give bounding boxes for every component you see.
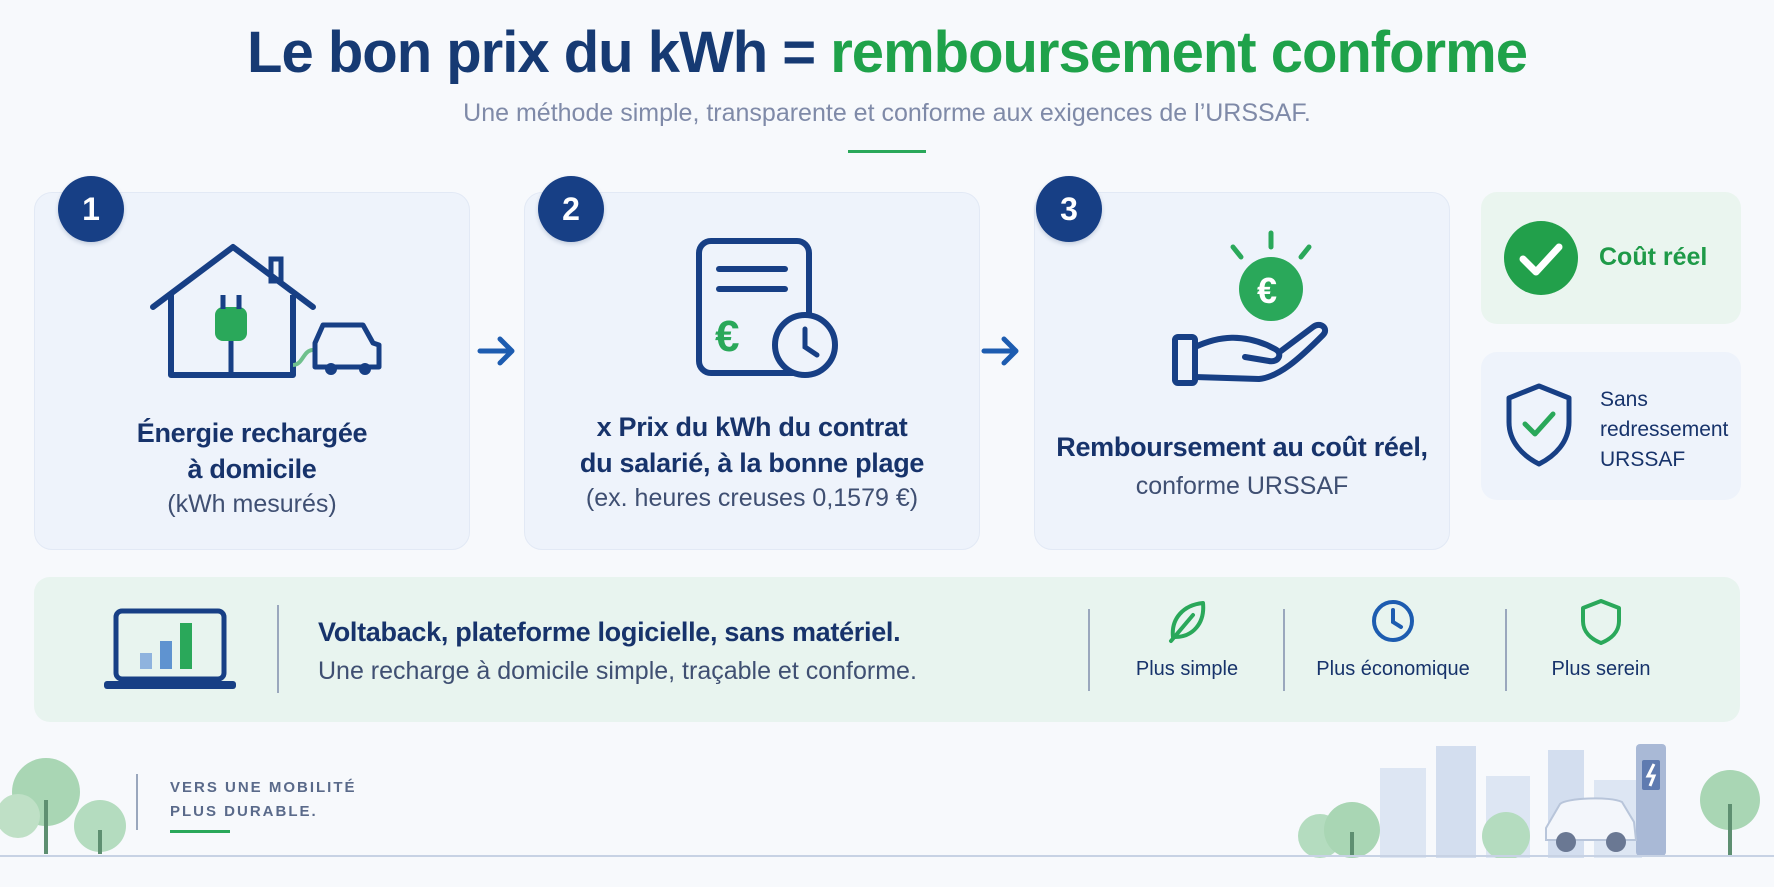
band-divider: [1088, 609, 1090, 691]
side-badge-2-line2: redressement: [1600, 418, 1729, 441]
title-part-2: remboursement conforme: [830, 20, 1528, 85]
hand-euro-coin-icon: €: [1172, 230, 1329, 386]
step-badge-2: 2: [538, 176, 604, 242]
benefit-plus-economique: Plus économique: [1293, 597, 1493, 681]
footer-divider: [136, 774, 138, 830]
step-card-2: € x Prix du kWh du contrat du salarié, à…: [524, 192, 980, 550]
step-card-1: Énergie rechargée à domicile (kWh mesuré…: [34, 192, 470, 550]
step-1-detail: (kWh mesurés): [167, 490, 337, 518]
step-3-detail: conforme URSSAF: [1135, 472, 1349, 500]
step-badge-3: 3: [1036, 176, 1102, 242]
city-car-charger-illustration: [1298, 744, 1760, 858]
clock-icon: [1372, 600, 1414, 642]
footer-line-2: PLUS DURABLE.: [170, 803, 318, 820]
ground-line: [0, 855, 1774, 857]
band-divider: [1505, 609, 1507, 691]
benefit-label: Plus serein: [1551, 658, 1651, 680]
arrow-right-icon: [477, 336, 515, 366]
shield-check-icon: [1506, 383, 1572, 467]
benefit-label: Plus économique: [1316, 658, 1470, 680]
title-underline: [848, 150, 926, 153]
side-badge-2-line1: Sans: [1600, 388, 1648, 411]
step-1-title-line2: à domicile: [187, 454, 317, 484]
shield-icon: [1581, 599, 1621, 645]
benefit-plus-serein: Plus serein: [1501, 597, 1701, 681]
step-3-title-line1: Remboursement au coût réel,: [1056, 432, 1428, 462]
side-badge-2-label: Sans redressement URSSAF: [1600, 385, 1728, 475]
trees-left-illustration: [0, 758, 126, 854]
page-subtitle: Une méthode simple, transparente et conf…: [463, 99, 1311, 127]
step-2-text: x Prix du kWh du contrat du salarié, à l…: [525, 409, 979, 515]
voltaback-band: Voltaback, plateforme logicielle, sans m…: [34, 577, 1740, 722]
footer-line-1: VERS UNE MOBILITÉ: [170, 779, 357, 796]
band-subtitle: Une recharge à domicile simple, traçable…: [318, 657, 917, 685]
laptop-chart-icon: [104, 608, 236, 689]
band-divider: [1283, 609, 1285, 691]
band-divider: [277, 605, 279, 693]
arrow-right-icon: [981, 336, 1019, 366]
invoice-euro-clock-icon: €: [696, 238, 838, 378]
side-badge-cout-reel: Coût réel: [1481, 192, 1741, 324]
step-1-title-line1: Énergie rechargée: [136, 418, 368, 448]
step-3-text: Remboursement au coût réel, conforme URS…: [1035, 429, 1449, 503]
svg-text:€: €: [1257, 270, 1277, 311]
step-2-detail: (ex. heures creuses 0,1579 €): [585, 484, 919, 512]
benefit-plus-simple: Plus simple: [1087, 597, 1287, 681]
check-circle-icon: [1504, 221, 1578, 295]
page-title: Le bon prix du kWh = remboursement confo…: [0, 18, 1774, 88]
step-1-text: Énergie rechargée à domicile (kWh mesuré…: [35, 415, 469, 521]
step-card-3: € Remboursement au coût réel, conforme U…: [1034, 192, 1450, 550]
house-charging-car-icon: [150, 244, 382, 378]
side-badge-1-label: Coût réel: [1599, 243, 1708, 271]
leaf-icon: [1169, 601, 1206, 643]
footer-underline: [170, 830, 230, 833]
title-part-1: Le bon prix du kWh =: [247, 20, 831, 85]
step-badge-1: 1: [58, 176, 124, 242]
step-2-title-line2: du salarié, à la bonne plage: [579, 448, 925, 478]
side-badge-sans-redressement: Sans redressement URSSAF: [1481, 352, 1741, 500]
benefit-label: Plus simple: [1135, 658, 1239, 680]
band-title: Voltaback, plateforme logicielle, sans m…: [318, 617, 901, 647]
svg-text:€: €: [715, 312, 739, 361]
footer-tagline: VERS UNE MOBILITÉ PLUS DURABLE.: [170, 776, 357, 824]
side-badge-2-line3: URSSAF: [1600, 448, 1686, 471]
step-2-title-line1: x Prix du kWh du contrat: [596, 412, 908, 442]
